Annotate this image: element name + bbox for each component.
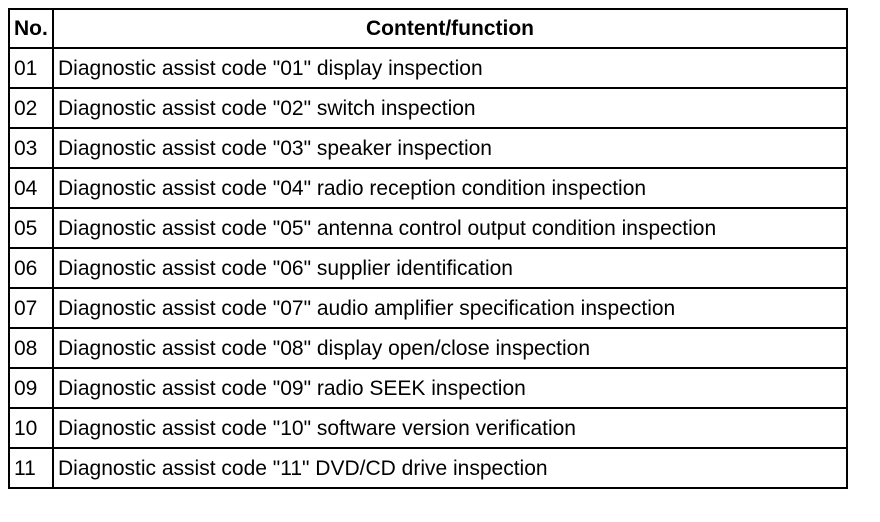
column-header-content: Content/function	[52, 8, 848, 49]
row-number: 04	[8, 167, 54, 209]
row-number: 02	[8, 87, 54, 129]
row-content: Diagnostic assist code "10" software ver…	[52, 407, 848, 449]
diagnostic-code-table: No. Content/function 01 Diagnostic assis…	[8, 8, 848, 489]
row-number: 08	[8, 327, 54, 369]
row-number: 09	[8, 367, 54, 409]
table-body: 01 Diagnostic assist code "01" display i…	[8, 47, 848, 489]
row-number: 10	[8, 407, 54, 449]
row-content: Diagnostic assist code "02" switch inspe…	[52, 87, 848, 129]
table-row: 07 Diagnostic assist code "07" audio amp…	[8, 287, 848, 329]
column-header-no: No.	[8, 8, 54, 49]
row-content: Diagnostic assist code "06" supplier ide…	[52, 247, 848, 289]
table-header-row: No. Content/function	[8, 8, 848, 49]
row-number: 06	[8, 247, 54, 289]
row-number: 11	[8, 447, 54, 489]
row-content: Diagnostic assist code "05" antenna cont…	[52, 207, 848, 249]
table-row: 03 Diagnostic assist code "03" speaker i…	[8, 127, 848, 169]
row-content: Diagnostic assist code "01" display insp…	[52, 47, 848, 89]
table-row: 02 Diagnostic assist code "02" switch in…	[8, 87, 848, 129]
table-header: No. Content/function	[8, 8, 848, 49]
table-row: 04 Diagnostic assist code "04" radio rec…	[8, 167, 848, 209]
row-content: Diagnostic assist code "09" radio SEEK i…	[52, 367, 848, 409]
row-number: 05	[8, 207, 54, 249]
table-row: 09 Diagnostic assist code "09" radio SEE…	[8, 367, 848, 409]
row-number: 07	[8, 287, 54, 329]
row-number: 01	[8, 47, 54, 89]
table-row: 10 Diagnostic assist code "10" software …	[8, 407, 848, 449]
table-row: 08 Diagnostic assist code "08" display o…	[8, 327, 848, 369]
row-number: 03	[8, 127, 54, 169]
row-content: Diagnostic assist code "08" display open…	[52, 327, 848, 369]
row-content: Diagnostic assist code "11" DVD/CD drive…	[52, 447, 848, 489]
row-content: Diagnostic assist code "04" radio recept…	[52, 167, 848, 209]
table-row: 11 Diagnostic assist code "11" DVD/CD dr…	[8, 447, 848, 489]
table-row: 05 Diagnostic assist code "05" antenna c…	[8, 207, 848, 249]
table-row: 06 Diagnostic assist code "06" supplier …	[8, 247, 848, 289]
row-content: Diagnostic assist code "07" audio amplif…	[52, 287, 848, 329]
table-row: 01 Diagnostic assist code "01" display i…	[8, 47, 848, 89]
row-content: Diagnostic assist code "03" speaker insp…	[52, 127, 848, 169]
